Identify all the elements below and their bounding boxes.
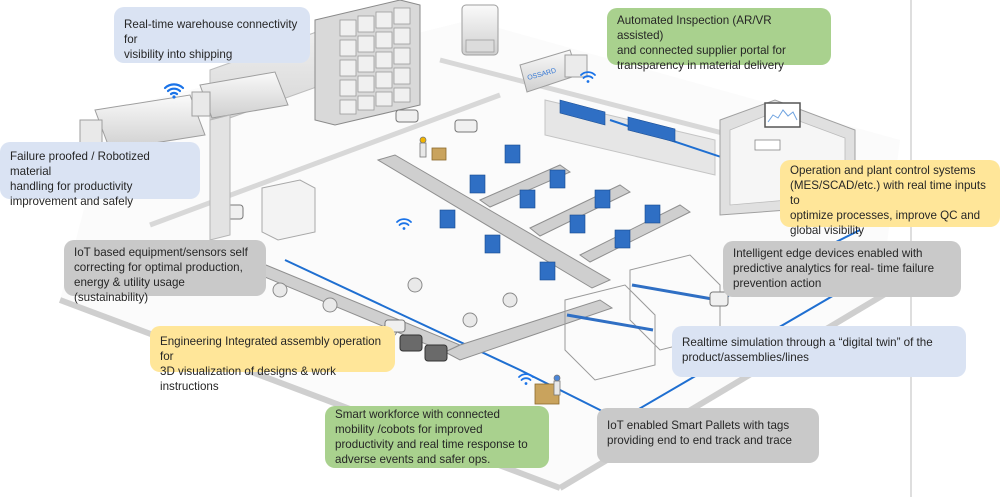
wifi-icon: [580, 71, 596, 83]
wifi-icon: [396, 218, 412, 230]
callout-text: Smart workforce with connected mobility …: [335, 408, 528, 466]
callout-text: Engineering Integrated assembly operatio…: [160, 335, 382, 393]
callout-text: Intelligent edge devices enabled with pr…: [733, 247, 935, 290]
callout-robotized-material-handling: Failure proofed / Robotized material han…: [0, 142, 200, 208]
callout-smart-workforce: Smart workforce with connected mobility …: [325, 406, 549, 468]
callout-plant-control-systems: Operation and plant control systems (MES…: [780, 160, 1000, 237]
truck-right: OSSARD: [519, 49, 588, 93]
callout-smart-pallets: IoT enabled Smart Pallets with tags prov…: [597, 408, 819, 463]
workers: [419, 136, 561, 396]
tugger-train: [399, 334, 448, 362]
tall-wall-left: [209, 114, 231, 241]
callout-text: IoT enabled Smart Pallets with tags prov…: [607, 419, 792, 447]
callout-automated-inspection: Automated Inspection (AR/VR assisted) an…: [607, 8, 831, 72]
callout-digital-twin: Realtime simulation through a “digital t…: [672, 326, 966, 377]
cardboard-boxes: [431, 147, 560, 405]
truck-left: [79, 94, 206, 151]
callout-text: Automated Inspection (AR/VR assisted) an…: [617, 14, 786, 72]
callout-engineering-integrated-assembly: Engineering Integrated assembly operatio…: [150, 326, 395, 393]
callout-warehouse-connectivity: Real-time warehouse connectivity for vis…: [114, 7, 310, 63]
callout-text: Operation and plant control systems (MES…: [790, 164, 986, 237]
callout-intelligent-edge: Intelligent edge devices enabled with pr…: [723, 241, 961, 297]
callout-text: Real-time warehouse connectivity for vis…: [124, 18, 298, 61]
tote-carts: [439, 144, 661, 281]
warehouse-racks: [314, 0, 421, 126]
enclosure: [261, 179, 316, 241]
callout-iot-self-correcting: IoT based equipment/sensors self correct…: [64, 240, 266, 304]
callout-text: Realtime simulation through a “digital t…: [682, 336, 933, 364]
truck-top: [461, 4, 499, 56]
wifi-icon: [163, 83, 185, 99]
callout-text: IoT based equipment/sensors self correct…: [74, 246, 248, 304]
wall-shelves: [559, 99, 676, 143]
truck-mid: [191, 71, 289, 119]
wifi-icon: [518, 373, 534, 385]
callout-text: Failure proofed / Robotized material han…: [10, 150, 150, 208]
